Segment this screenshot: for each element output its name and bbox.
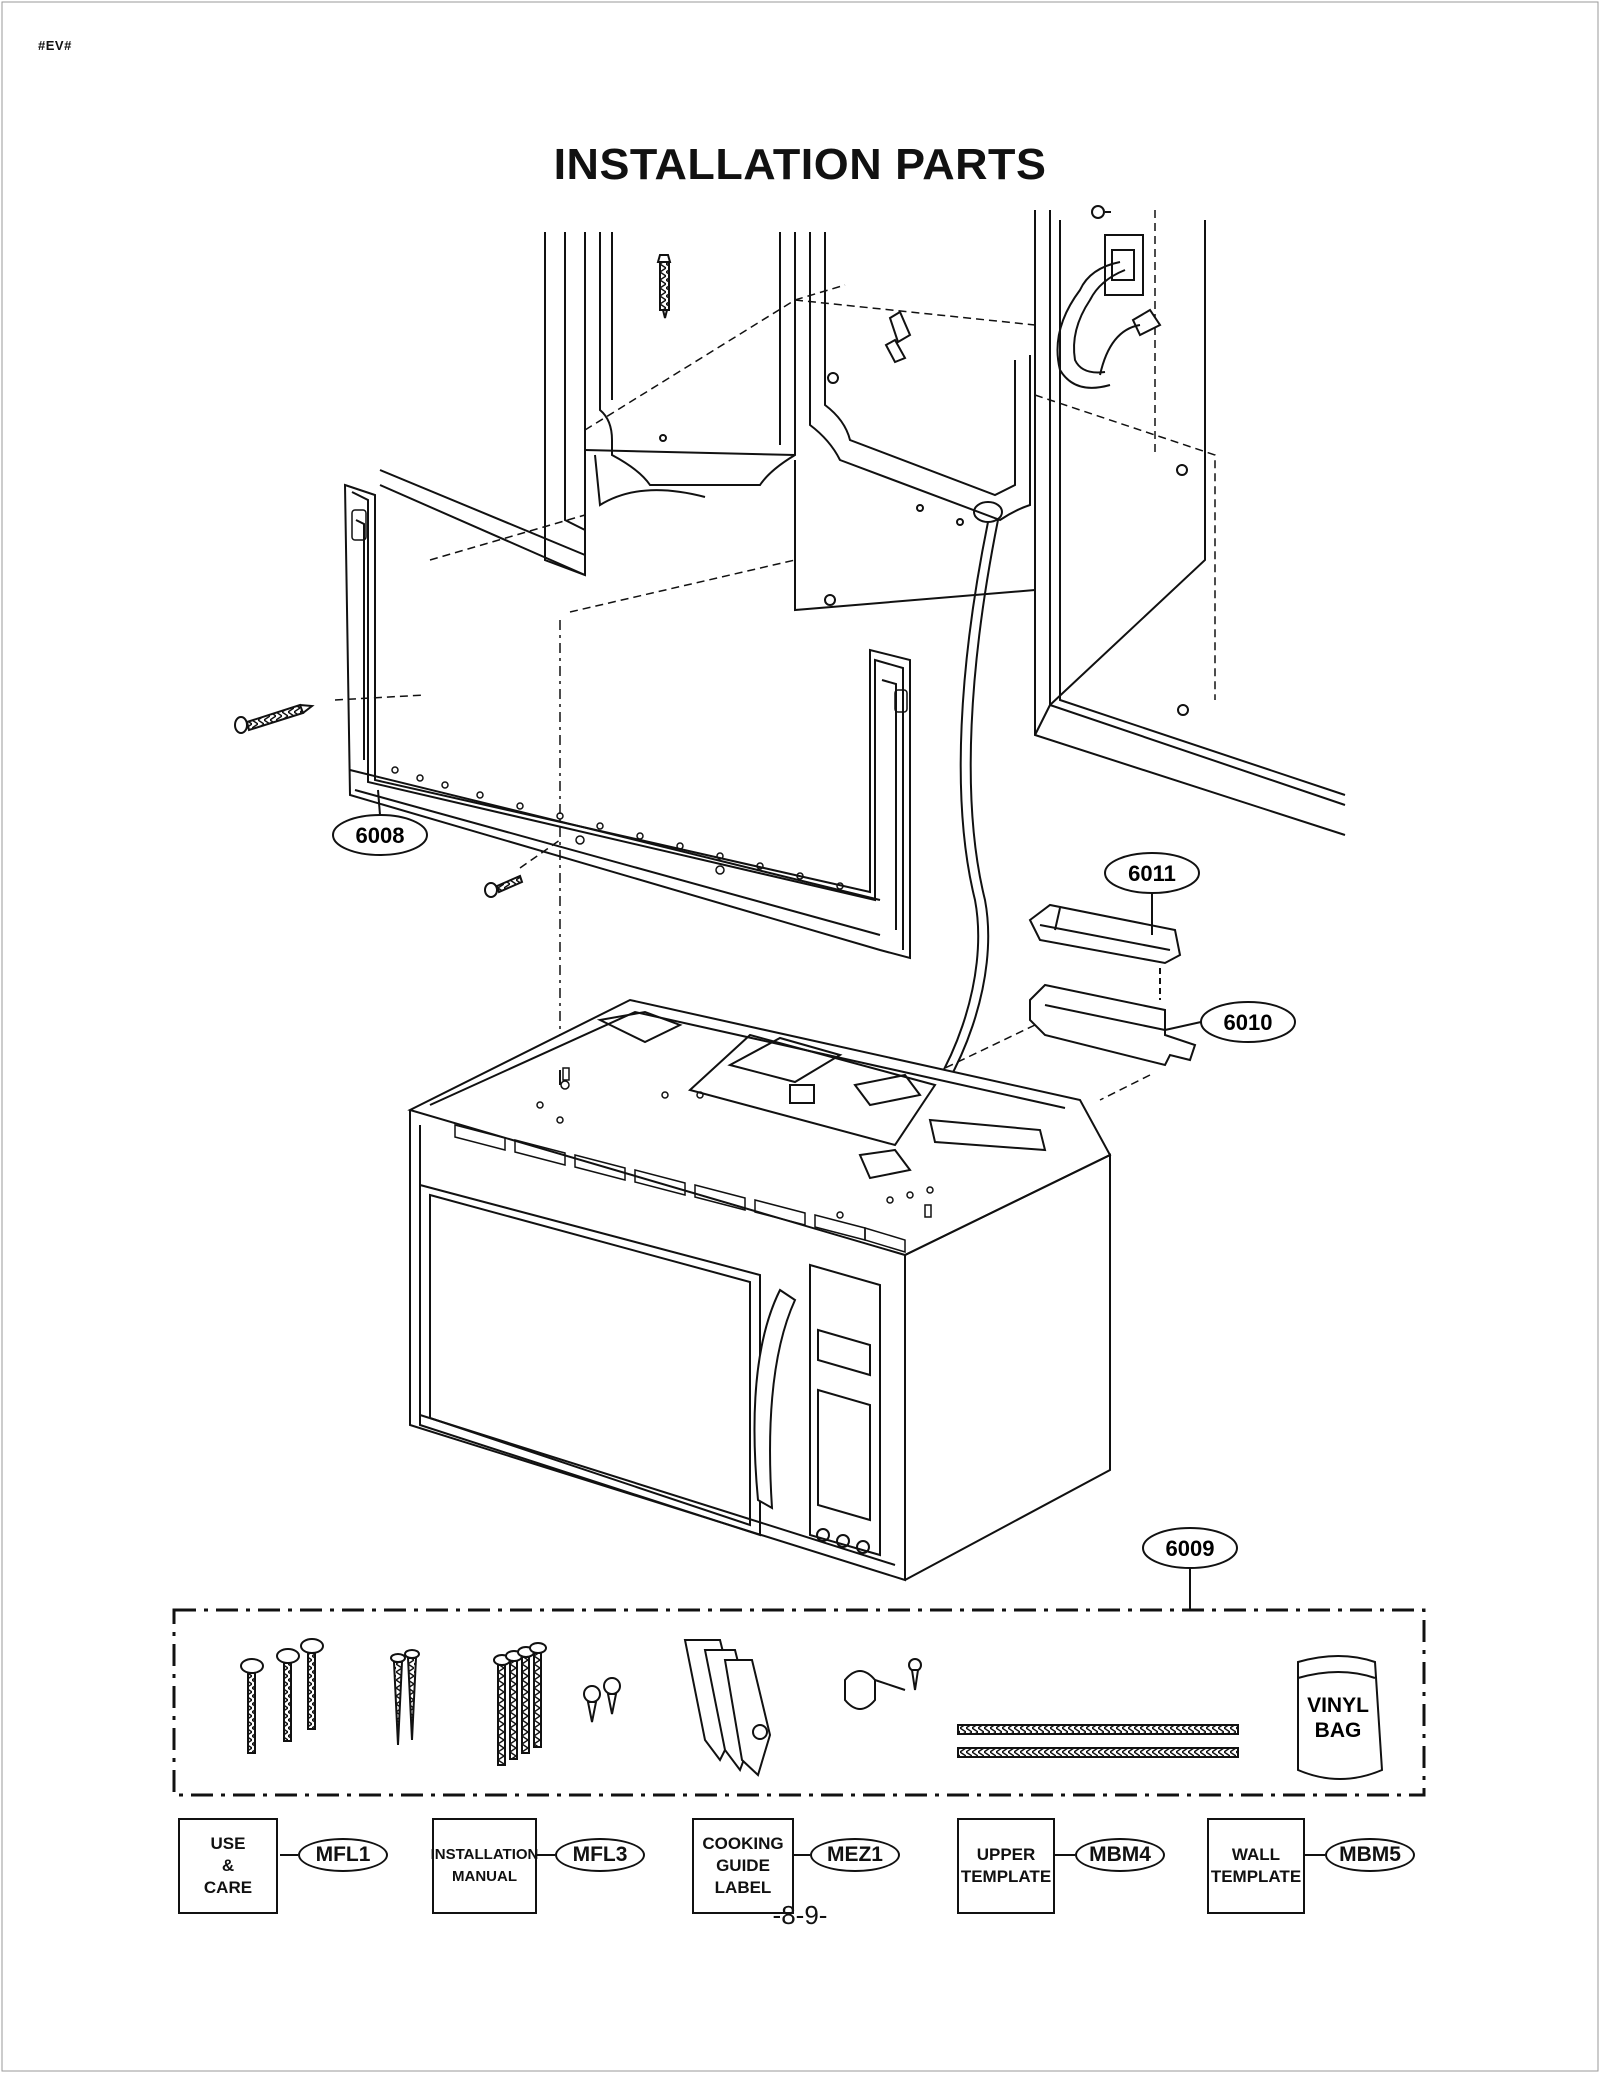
vinyl-bag-label-1: VINYL: [1307, 1694, 1369, 1717]
top-screws: [656, 205, 1115, 364]
vinyl-bag-label-2: BAG: [1315, 1719, 1362, 1742]
kit-wood-screws: [390, 1649, 420, 1746]
kit-bolts-large: [240, 1638, 324, 1754]
callout-6011: 6011: [1104, 852, 1200, 935]
document-label: USE&CARE: [203, 1834, 253, 1897]
callout-6008-text: 6008: [356, 823, 405, 848]
document-code: MFL1: [298, 1838, 388, 1872]
document-code: MEZ1: [810, 1838, 900, 1872]
plate-screws: [234, 703, 524, 898]
kit-toggle-bolts: [683, 1639, 772, 1777]
page-number: -8-9-: [772, 1900, 828, 1930]
document-box: USE&CARE: [178, 1818, 278, 1914]
callout-6010-text: 6010: [1224, 1010, 1273, 1035]
upper-cabinets: [379, 210, 1346, 836]
page-title: INSTALLATION PARTS: [553, 140, 1047, 189]
mounting-plate-6008: [334, 483, 911, 1070]
callout-6009: 6009: [1142, 1527, 1238, 1610]
kit-small-screws: [583, 1677, 621, 1723]
callout-6008: 6008: [332, 789, 428, 856]
microwave-oven: [407, 998, 1112, 1582]
document-code: MBM5: [1325, 1838, 1415, 1872]
hardware-kit-outline: [172, 1608, 1426, 1797]
document-code: MFL3: [555, 1838, 645, 1872]
vinyl-bag-icon: [1297, 1655, 1384, 1780]
callout-6011-text: 6011: [1128, 861, 1176, 886]
kit-cord-clamp: [844, 1658, 922, 1710]
document-code: MBM4: [1075, 1838, 1165, 1872]
kit-spacer-strips: [957, 1724, 1239, 1758]
kit-machine-bolts: [493, 1642, 547, 1766]
damper-parts: [919, 903, 1197, 1101]
outlet-and-power-cord: [904, 234, 1162, 1129]
corner-tag: #EV#: [38, 38, 72, 53]
callout-6010: 6010: [1164, 1001, 1296, 1043]
callout-6009-text: 6009: [1166, 1536, 1215, 1561]
